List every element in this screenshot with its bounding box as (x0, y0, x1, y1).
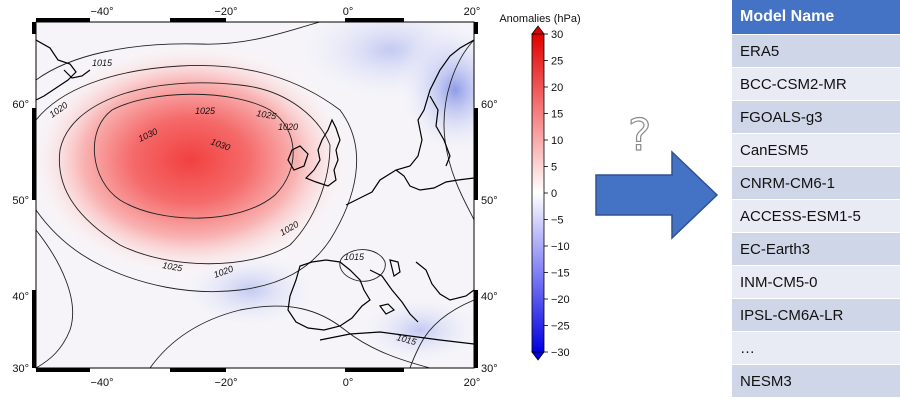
colorbar-tick-label: 30 (551, 29, 563, 41)
model-name-table: Model Name ERA5 BCC-CSM2-MR FGOALS-g3 Ca… (732, 0, 900, 397)
colorbar-tick-label: −15 (551, 268, 570, 280)
colorbar-tick-label: 15 (551, 109, 563, 121)
colorbar-title: Anomalies (hPa) (499, 13, 580, 25)
y-tick-label: 50° (481, 195, 498, 207)
colorbar-gradient (531, 33, 545, 353)
table-row-model: CanESM5 (732, 133, 900, 167)
x-tick-label: −40° (90, 6, 113, 18)
y-axis-left: 60° 50° 40° 30° (12, 99, 29, 375)
table-row-model: BCC-CSM2-MR (732, 67, 900, 101)
high-pressure-anomaly (36, 40, 355, 280)
coastlines (36, 39, 474, 345)
blue-anomaly-southeast (350, 290, 474, 368)
colorbar-tick-label: −20 (551, 294, 570, 306)
x-tick-label: 0° (343, 6, 354, 18)
colorbar-tick-label: −30 (551, 347, 570, 359)
right-arrow-icon (595, 150, 719, 240)
colorbar-bottom-triangle (531, 351, 545, 361)
isobar-contours (36, 22, 474, 368)
y-tick-label: 40° (481, 291, 498, 303)
colorbar-tick-label: −25 (551, 321, 570, 333)
table-row-model: EC-Earth3 (732, 232, 900, 266)
colorbar-tick-label: −10 (551, 241, 570, 253)
y-tick-label: 50° (12, 195, 29, 207)
table-header: Model Name (732, 0, 900, 35)
x-axis-bottom: −40° −20° 0° 20° (90, 377, 480, 389)
y-tick-label: 30° (481, 363, 498, 375)
table-row-model: FGOALS-g3 (732, 100, 900, 134)
contour-label: 1025 (256, 108, 278, 121)
contour-label: 1025 (162, 260, 184, 273)
colorbar-tick-label: −5 (551, 215, 564, 227)
contour-label: 1015 (92, 58, 113, 68)
question-mark-glyph: ? (628, 110, 651, 158)
colorbar-tick-label: 10 (551, 135, 563, 147)
colorbar-tick-label: 20 (551, 82, 563, 94)
y-tick-label: 30° (12, 363, 29, 375)
colorbar-tick-label: 0 (551, 188, 557, 200)
map-frame-ticks (32, 18, 478, 372)
colorbar-tick-label: 25 (551, 56, 563, 68)
blue-anomaly-scandinavia (395, 22, 474, 160)
table-row-model: ERA5 (732, 34, 900, 68)
pressure-anomaly-map-figure: 1015 1020 1025 1030 1030 1025 1020 1020 … (12, 6, 580, 389)
table-row-model: ACCESS-ESM1-5 (732, 199, 900, 233)
table-row-model: CNRM-CM6-1 (732, 166, 900, 200)
colorbar-tick-label: 5 (551, 162, 557, 174)
x-tick-label: −20° (214, 377, 237, 389)
table-row-model: INM-CM5-0 (732, 265, 900, 299)
contour-label: 1015 (344, 252, 365, 262)
map-svg: 1015 1020 1025 1030 1030 1025 1020 1020 … (12, 6, 580, 389)
contour-label: 1025 (195, 106, 216, 116)
table-row-ellipsis: … (732, 331, 900, 365)
colorbar-ticks: 30 25 20 15 10 5 0 −5 −10 −15 −20 −25 −30 (544, 29, 570, 359)
table-row-model: NESM3 (732, 364, 900, 397)
y-tick-label: 40° (12, 291, 29, 303)
x-tick-label: 20° (464, 377, 481, 389)
x-tick-label: 20° (464, 6, 481, 18)
table-row-model: IPSL-CM6A-LR (732, 298, 900, 332)
colorbar-top-triangle (531, 25, 545, 35)
y-tick-label: 60° (12, 99, 29, 111)
x-tick-label: −40° (90, 377, 113, 389)
colorbar: 30 25 20 15 10 5 0 −5 −10 −15 −20 −25 −30 (531, 25, 570, 361)
contour-label: 1020 (278, 122, 298, 132)
x-axis-top: −40° −20° 0° 20° (90, 6, 480, 18)
x-tick-label: −20° (214, 6, 237, 18)
y-tick-label: 60° (481, 99, 498, 111)
question-mark-icon: ? (627, 109, 652, 158)
y-axis-right: 60° 50° 40° 30° (481, 99, 498, 375)
x-tick-label: 0° (343, 377, 354, 389)
